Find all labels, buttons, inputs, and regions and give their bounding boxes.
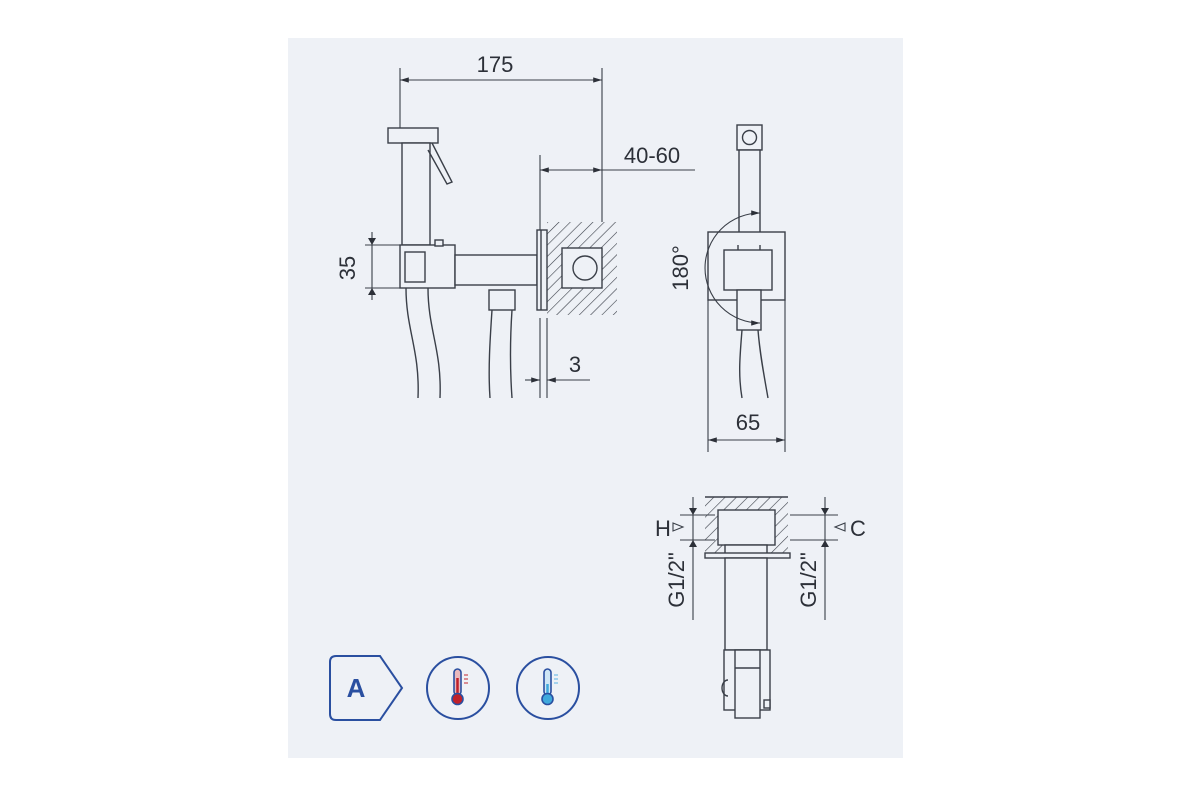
section-view: H G1/2" C G1/2" <box>655 496 866 719</box>
thread-right-label: G1/2" <box>796 552 821 608</box>
side-view: 175 40-60 35 3 <box>335 52 695 399</box>
dim-3-label: 3 <box>569 352 581 377</box>
dim-35-label: 35 <box>335 256 360 280</box>
energy-class-icon: A <box>329 655 404 721</box>
energy-class-label: A <box>347 673 366 703</box>
dim-175-label: 175 <box>477 52 514 77</box>
thread-left-label: G1/2" <box>664 552 689 608</box>
dim-40-60-label: 40-60 <box>624 143 680 168</box>
hot-label: H <box>655 516 671 541</box>
cold-water-thermometer-icon <box>516 656 580 720</box>
hot-water-thermometer-icon <box>426 656 490 720</box>
cold-label: C <box>850 516 866 541</box>
dim-180-label: 180° <box>668 245 693 291</box>
dim-65-label: 65 <box>736 410 760 435</box>
drawing-panel <box>288 38 903 758</box>
front-view: 180° 65 <box>668 124 786 452</box>
